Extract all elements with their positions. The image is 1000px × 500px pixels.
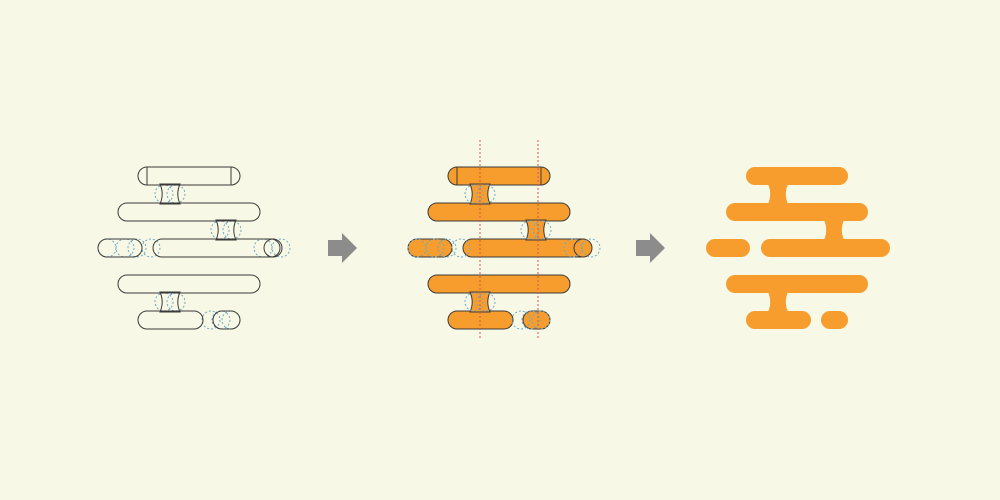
logo-bar xyxy=(726,275,868,293)
construction-circle xyxy=(464,184,484,204)
logo-dot xyxy=(573,238,593,258)
construction-circle xyxy=(451,238,471,258)
guide-lines xyxy=(479,140,539,340)
construction-circle xyxy=(476,184,496,204)
construction-circle xyxy=(532,220,552,240)
logo-neck xyxy=(215,219,237,241)
construction-circle xyxy=(520,220,540,240)
construction-circle xyxy=(127,238,147,258)
right-arrow-icon xyxy=(328,233,357,263)
logo-bar xyxy=(97,238,143,258)
construction-circle xyxy=(211,310,231,330)
right-arrow-icon xyxy=(636,233,665,263)
logo-neck xyxy=(824,220,844,240)
logo-bar xyxy=(137,166,241,186)
panel-filled-with-guides xyxy=(407,140,601,340)
construction-circle xyxy=(154,292,174,312)
construction-circle xyxy=(437,238,457,258)
logo-bar xyxy=(462,238,591,258)
logo-bar xyxy=(706,239,750,257)
logo-bar xyxy=(447,166,551,186)
outline-bars xyxy=(97,166,283,330)
construction-circle xyxy=(476,292,496,312)
logo-bar xyxy=(726,203,868,221)
construction-circle xyxy=(154,184,174,204)
logo-neck xyxy=(159,291,181,313)
construction-circle xyxy=(222,220,242,240)
logo-neck xyxy=(159,183,181,205)
construction-circle xyxy=(464,292,484,312)
panel-outline-construction xyxy=(97,166,291,330)
logo-neck xyxy=(525,219,547,241)
construction-circle xyxy=(531,310,551,330)
logo-dot xyxy=(263,238,283,258)
construction-circle xyxy=(210,220,230,240)
construction-circle xyxy=(166,184,186,204)
logo-bar xyxy=(117,274,261,294)
logo-bar xyxy=(212,310,241,330)
filled-bars xyxy=(407,166,593,330)
construction-circle xyxy=(581,238,601,258)
construction-circle xyxy=(425,238,445,258)
construction-circle xyxy=(201,310,221,330)
logo-bar xyxy=(407,238,453,258)
logo-bar xyxy=(821,311,848,329)
logo-bar xyxy=(746,167,848,185)
construction-circle xyxy=(166,292,186,312)
logo-bar xyxy=(761,239,888,257)
logo-dot xyxy=(872,239,890,257)
logo-bar xyxy=(746,311,811,329)
logo-bar xyxy=(137,310,204,330)
construction-circle xyxy=(115,238,135,258)
panel-final-logo xyxy=(706,167,890,329)
logo-bar xyxy=(427,274,571,294)
construction-circles xyxy=(407,167,601,330)
logo-bar xyxy=(427,202,571,222)
construction-circle xyxy=(271,238,291,258)
logo-neck xyxy=(768,292,788,312)
construction-circle xyxy=(511,310,531,330)
logo-bar xyxy=(117,202,261,222)
logo-neck xyxy=(768,184,788,204)
construction-circle xyxy=(521,310,541,330)
